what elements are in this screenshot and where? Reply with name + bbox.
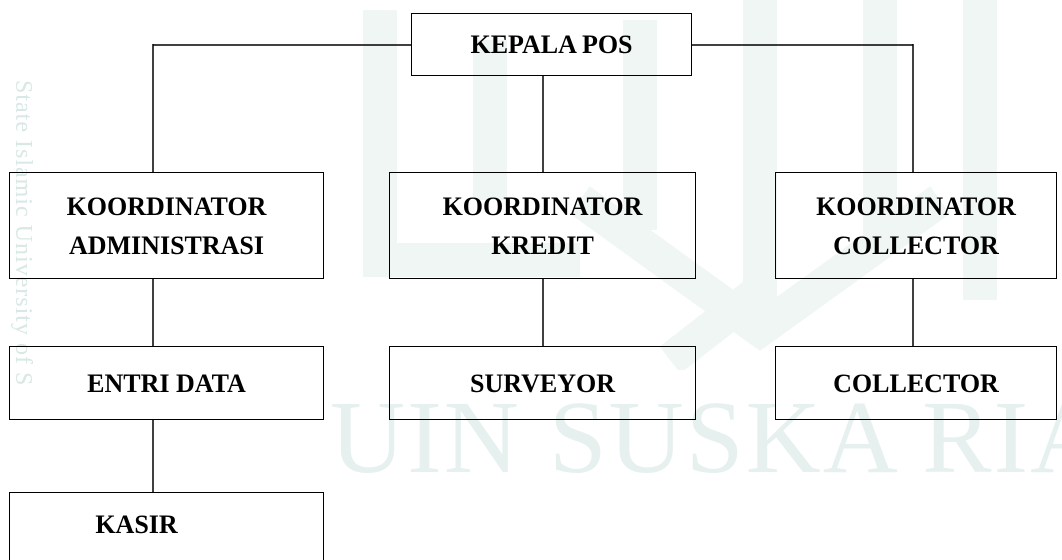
university-name-watermark: UIN SUSKA RIAU [330, 380, 1062, 495]
koordinator-collector-box: KOORDINATOR COLLECTOR [775, 172, 1057, 279]
koordinator-collector-line2: COLLECTOR [833, 230, 999, 260]
surveyor-label: SURVEYOR [470, 368, 615, 398]
entri-data-box: ENTRI DATA [9, 346, 324, 420]
university-logo-watermark [363, 0, 997, 370]
kasir-label: KASIR [95, 509, 178, 539]
kepala-pos-label: KEPALA POS [470, 30, 633, 59]
koordinator-administrasi-box: KOORDINATOR ADMINISTRASI [9, 172, 324, 279]
side-watermark-text: State Islamic University of S [10, 80, 36, 387]
koordinator-kredit-line2: KREDIT [491, 230, 594, 260]
entri-data-label: ENTRI DATA [87, 368, 246, 398]
koordinator-kredit-box: KOORDINATOR KREDIT [389, 172, 696, 279]
koordinator-administrasi-line1: KOORDINATOR [66, 191, 267, 221]
kasir-box: KASIR [9, 492, 324, 560]
koordinator-administrasi-line2: ADMINISTRASI [68, 230, 265, 260]
kepala-pos-box: KEPALA POS [411, 13, 692, 76]
koordinator-kredit-line1: KOORDINATOR [442, 191, 643, 221]
collector-box: COLLECTOR [775, 346, 1057, 420]
koordinator-collector-line1: KOORDINATOR [816, 191, 1016, 221]
surveyor-box: SURVEYOR [389, 346, 696, 420]
collector-label: COLLECTOR [833, 368, 999, 398]
